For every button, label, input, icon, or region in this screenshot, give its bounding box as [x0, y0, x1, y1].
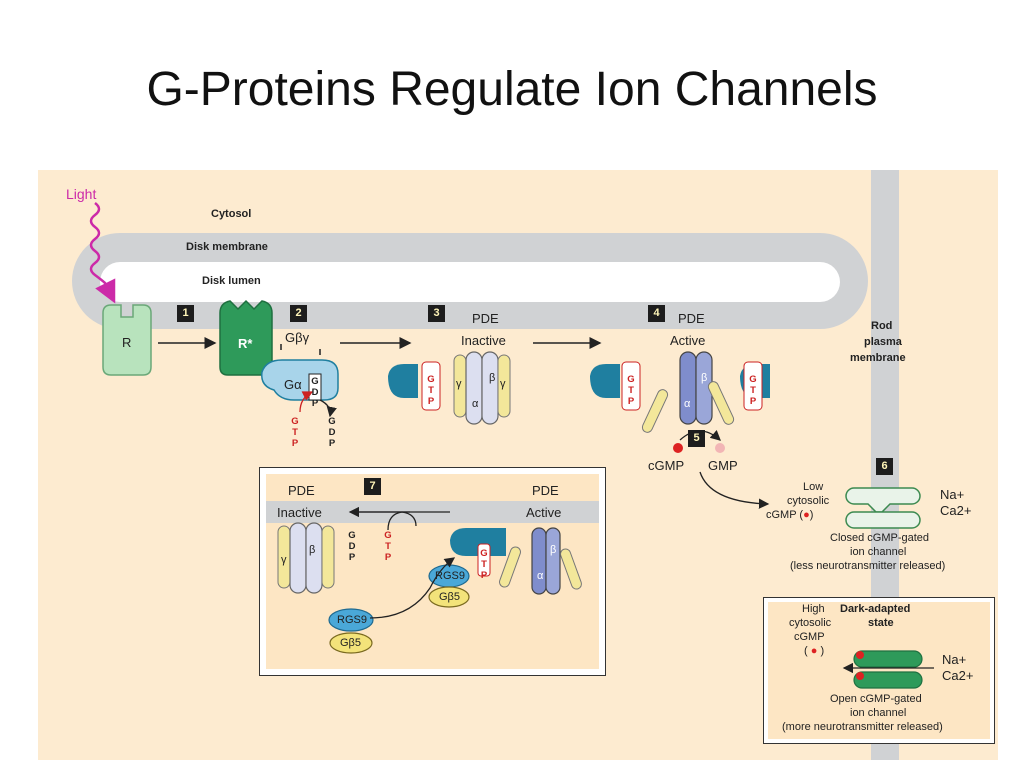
inset-dark-adapted-background [768, 602, 990, 739]
cytosolic-label: cytosolic [787, 495, 830, 507]
pde-inactive [388, 351, 511, 425]
disk-membrane-label: Disk membrane [186, 241, 268, 253]
gmp-dot [715, 443, 725, 453]
ca-label-closed: Ca2+ [940, 503, 972, 518]
inset-gdp: G D P [348, 530, 356, 563]
membrane-label: membrane [850, 352, 906, 364]
open-channel-label-1: Open cGMP-gated [830, 693, 922, 705]
beta-4: β [701, 372, 708, 384]
low-label: Low [803, 481, 824, 493]
gmp-label: GMP [708, 458, 738, 473]
step-4-marker: 4 [648, 305, 665, 322]
gamma-3b: γ [500, 378, 506, 390]
open-channel-drawing [842, 650, 934, 689]
cytosol-label: Cytosol [211, 208, 252, 220]
inset-inactive-label: Inactive [277, 505, 322, 520]
rod-label: Rod [871, 320, 893, 332]
inset-gtp: G T P [384, 530, 392, 563]
r-label: R [122, 335, 132, 350]
dark-adapted-label: Dark-adapted [840, 603, 911, 615]
inset-alpha: α [537, 570, 544, 582]
inset-gb5-bound: Gβ5 [439, 591, 461, 603]
pde-label-3: PDE [472, 311, 499, 326]
cgmp-dot [673, 443, 683, 453]
inset-pde-active-label: PDE [532, 483, 559, 498]
slide-title: G-Proteins Regulate Ion Channels [146, 63, 878, 116]
g-beta-gamma-label: Gβγ [285, 330, 310, 345]
step-5-marker: 5 [688, 430, 705, 447]
rhodopsin-active [219, 299, 273, 376]
high-label: High [802, 603, 825, 615]
open-channel-label-2: ion channel [850, 707, 907, 719]
inset-beta: β [309, 544, 316, 556]
inset-rgs9-bound: RGS9 [435, 570, 465, 582]
gtp-on-pde-inactive: G T P [427, 374, 435, 407]
high-cgmp-label: cGMP [794, 631, 825, 643]
disk-lumen-label: Disk lumen [202, 275, 261, 287]
closed-channel-label-1: Closed cGMP-gated [830, 532, 930, 544]
step-6-marker: 6 [876, 458, 893, 475]
light-label: Light [66, 186, 97, 202]
inset-gtp-on-pde: G T P [480, 548, 488, 581]
inset-rgs9-free: RGS9 [337, 614, 367, 626]
step-7-marker: 7 [364, 478, 381, 495]
low-cgmp-label: cGMP (●) [766, 509, 814, 521]
light-ray [89, 202, 116, 304]
inset-step-7: PDE 7 PDE Inactive Active G D P G T P G … [259, 467, 606, 676]
inset-active-label: Active [526, 505, 562, 520]
high-cytosolic-label: cytosolic [789, 617, 832, 629]
inset-dark-adapted: High cytosolic cGMP ( ● ) Dark-adapted s… [763, 597, 995, 744]
inactive-label-3: Inactive [461, 333, 506, 348]
step-1-marker: 1 [177, 305, 194, 322]
gtp-on-pde-active-left: G T P [627, 374, 635, 407]
gdp-bound: G D P [311, 376, 319, 409]
active-label-4: Active [670, 333, 706, 348]
inset-beta-active: β [550, 544, 557, 556]
gamma-3: γ [456, 378, 462, 390]
ca-label-open: Ca2+ [942, 668, 974, 683]
step-3-marker: 3 [428, 305, 445, 322]
state-label: state [868, 617, 894, 629]
na-label-closed: Na+ [940, 487, 965, 502]
closed-channel-label-2: ion channel [850, 546, 907, 558]
alpha-4: α [684, 398, 691, 410]
alpha-3: α [472, 398, 479, 410]
rhodopsin-inactive [102, 304, 152, 376]
cgmp-label: cGMP [648, 458, 685, 473]
high-cgmp-dot-label: ( ● ) [804, 645, 825, 657]
pde-active [590, 351, 770, 433]
gtp-in: G T P [291, 416, 299, 449]
disk-lumen-area [100, 262, 840, 302]
na-label-open: Na+ [942, 652, 967, 667]
inset-pde-inactive-label: PDE [288, 483, 315, 498]
g-alpha-label: Gα [284, 377, 302, 392]
step-2-marker: 2 [290, 305, 307, 322]
inset-gb5-free: Gβ5 [340, 637, 362, 649]
gtp-on-pde-active-right: G T P [749, 374, 757, 407]
beta-3: β [489, 372, 496, 384]
gdp-out: G D P [328, 416, 336, 449]
pde-label-4: PDE [678, 311, 705, 326]
r-star-label: R* [238, 336, 253, 351]
closed-channel [845, 487, 921, 529]
inset-step-7-drawing [266, 501, 599, 654]
arrow-to-channel [699, 471, 770, 509]
inset-gamma: γ [281, 554, 287, 566]
closed-channel-label-3: (less neurotransmitter released) [790, 560, 946, 572]
plasma-label: plasma [864, 336, 902, 348]
open-channel-label-3: (more neurotransmitter released) [782, 721, 943, 733]
